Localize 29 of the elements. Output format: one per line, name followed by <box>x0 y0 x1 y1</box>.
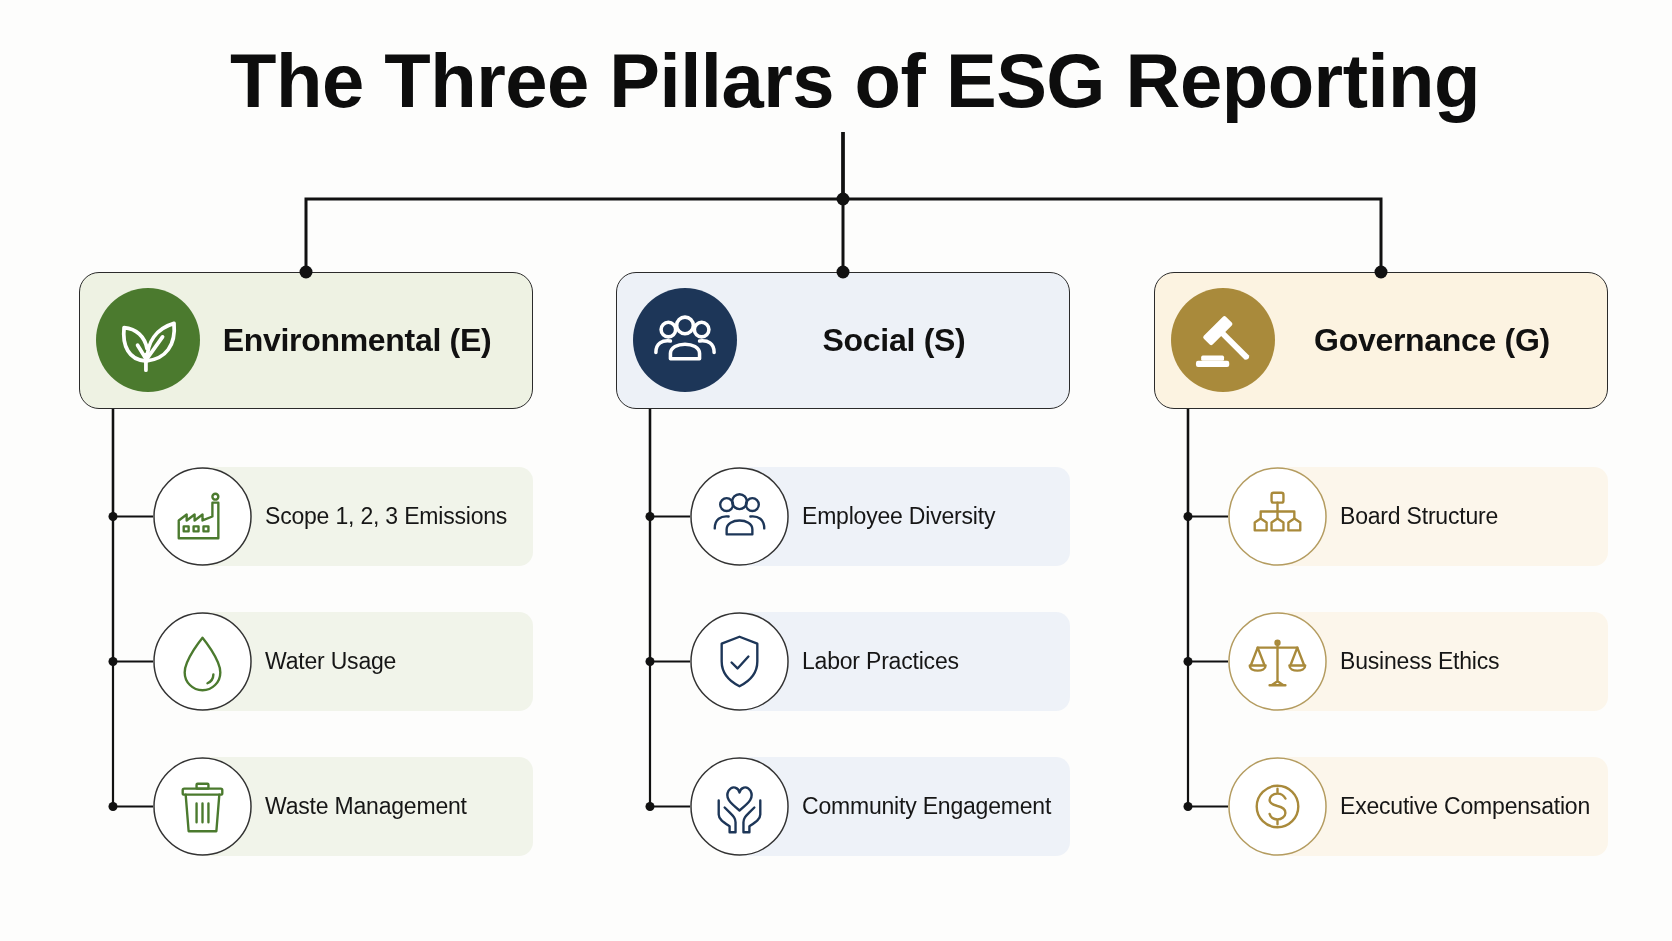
topic-panel <box>690 612 1070 711</box>
topic-panel <box>153 467 533 566</box>
topic-panel <box>153 757 533 856</box>
category-panel <box>616 272 1070 409</box>
topic-label: Community Engagement <box>802 793 1052 820</box>
topic-label: Executive Compensation <box>1340 793 1590 820</box>
category-panel <box>79 272 533 409</box>
topic-panel <box>690 467 1070 566</box>
topic-panel <box>153 612 533 711</box>
topic-panel <box>1228 757 1608 856</box>
topic-label: Waste Management <box>265 793 467 820</box>
topic-panel <box>1228 612 1608 711</box>
connector-line <box>1186 409 1228 808</box>
topic-label: Labor Practices <box>802 648 959 675</box>
connector-line <box>648 409 690 808</box>
topic-panel <box>1228 467 1608 566</box>
category-heading: Social (S) <box>822 322 966 359</box>
category-heading: Environmental (E) <box>222 322 492 359</box>
category-heading: Governance (G) <box>1314 322 1550 359</box>
topic-label: Employee Diversity <box>802 503 996 530</box>
topic-label: Scope 1, 2, 3 Emissions <box>265 503 508 530</box>
topic-label: Business Ethics <box>1340 648 1500 675</box>
connector-line <box>111 409 153 808</box>
category-panel <box>1154 272 1608 409</box>
topic-label: Water Usage <box>265 648 397 675</box>
connector-line <box>841 132 1388 279</box>
topic-label: Board Structure <box>1340 503 1499 530</box>
title-heading: The Three Pillars of ESG Reporting <box>230 30 1480 132</box>
topic-panel <box>690 757 1070 856</box>
